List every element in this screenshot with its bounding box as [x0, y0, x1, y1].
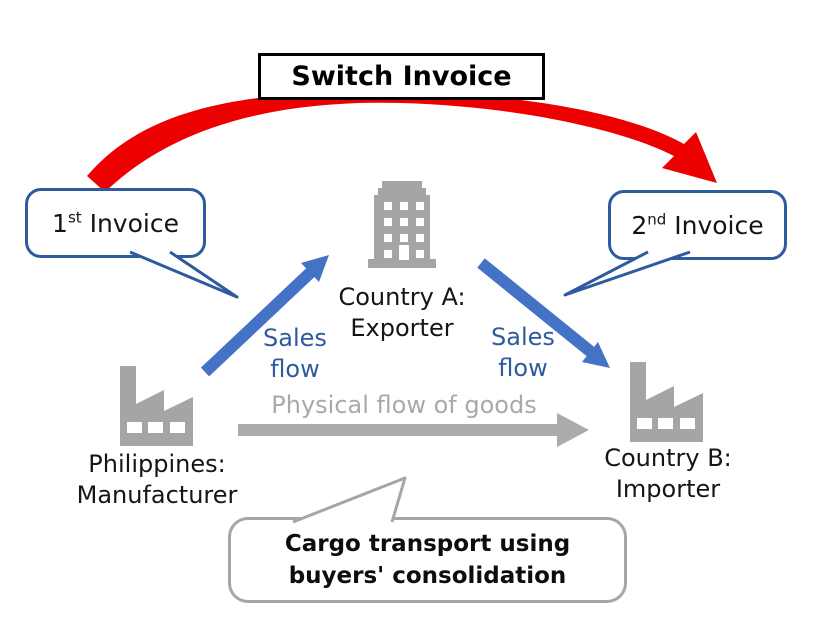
cargo-line-2: buyers' consolidation — [288, 563, 567, 589]
curved-red-arrow-icon — [87, 91, 717, 192]
sales-flow-label-left: Sales flow — [263, 324, 327, 383]
factory-icon — [630, 362, 703, 442]
first-invoice-label: 1st Invoice — [52, 208, 179, 238]
country-a-exporter-label: Country A: Exporter — [338, 283, 466, 342]
switch-invoice-title: Switch Invoice — [258, 53, 545, 100]
building-windows — [384, 202, 424, 260]
country-b-importer-label: Country B: Importer — [604, 444, 732, 503]
sales-flow-label-right: Sales flow — [491, 323, 555, 382]
second-invoice-label: 2nd Invoice — [631, 210, 764, 240]
cargo-consolidation-callout: Cargo transport using buyers' consolidat… — [228, 517, 627, 603]
office-building-icon — [368, 181, 436, 268]
physical-flow-arrow-icon — [238, 413, 589, 447]
first-invoice-callout: 1st Invoice — [25, 188, 206, 258]
philippines-manufacturer-label: Philippines: Manufacturer — [76, 450, 238, 509]
red-arc-shape — [87, 91, 717, 192]
physical-flow-label: Physical flow of goods — [271, 391, 537, 419]
sales-flow-arrow-right-icon — [477, 258, 610, 368]
sales-flow-arrow-left-icon — [200, 255, 329, 377]
cargo-line-1: Cargo transport using — [284, 531, 571, 557]
switch-invoice-title-label: Switch Invoice — [291, 61, 512, 92]
factory-icon — [120, 366, 193, 446]
second-invoice-callout: 2nd Invoice — [608, 190, 787, 260]
